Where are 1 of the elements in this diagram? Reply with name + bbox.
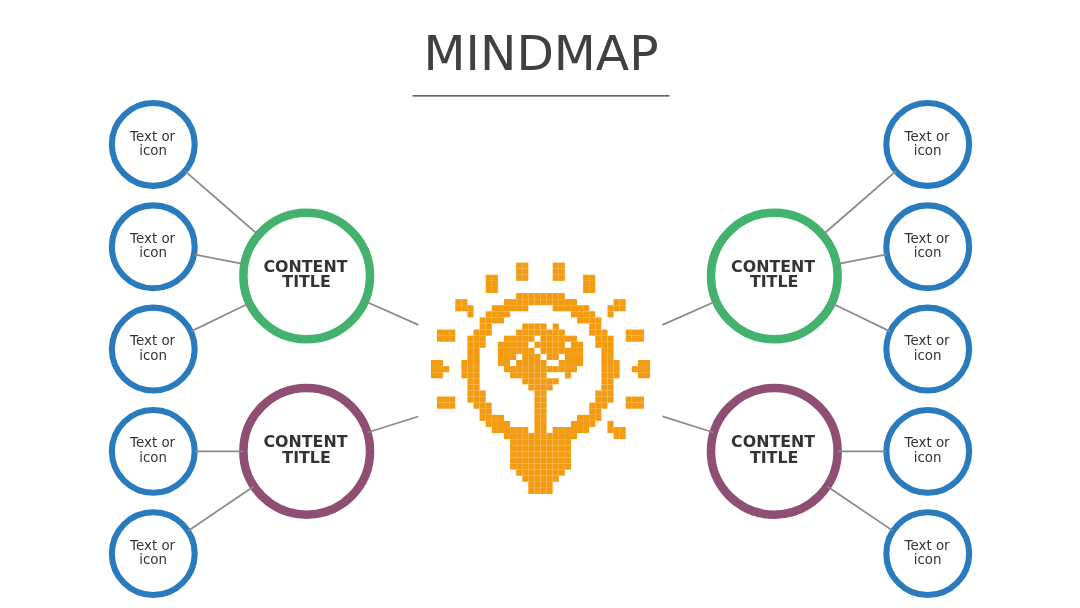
diagram-title: MINDMAP xyxy=(423,25,659,82)
